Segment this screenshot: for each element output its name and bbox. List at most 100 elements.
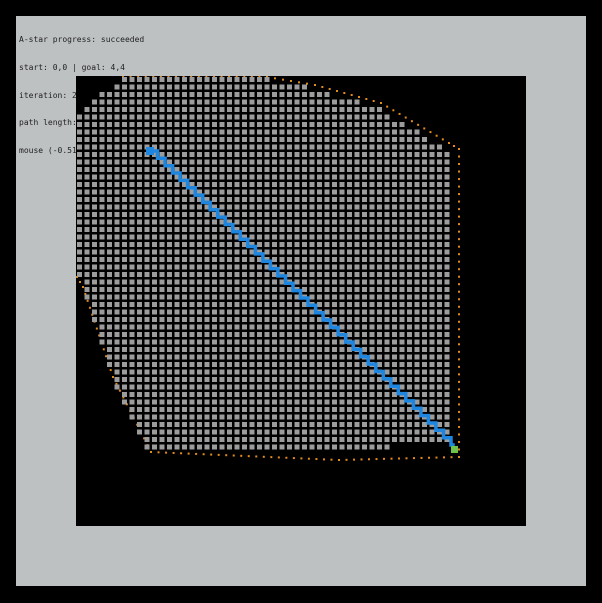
visited-cell <box>84 234 90 240</box>
visited-cell <box>92 294 97 300</box>
visited-cell <box>437 422 442 427</box>
visited-cell <box>407 309 412 315</box>
visited-cell <box>392 354 397 360</box>
visited-cell <box>354 392 360 397</box>
visited-cell <box>182 257 187 262</box>
search-grid-canvas[interactable] <box>76 76 526 526</box>
visited-cell <box>114 84 120 90</box>
visited-cell <box>414 144 420 150</box>
visited-cell <box>272 317 277 322</box>
visited-cell <box>317 362 322 367</box>
visited-cell <box>354 152 360 157</box>
visited-cell <box>324 414 330 420</box>
visited-cell <box>369 107 375 112</box>
frontier-cell <box>450 456 453 459</box>
visited-cell <box>302 362 307 367</box>
visited-cell <box>219 294 225 300</box>
visited-cell <box>212 339 217 345</box>
visited-cell <box>272 219 277 225</box>
visited-cell <box>384 189 390 195</box>
visited-cell <box>302 129 307 135</box>
visited-cell <box>302 287 307 292</box>
visited-cell <box>152 287 157 292</box>
visited-cell <box>189 302 195 307</box>
visited-cell <box>287 92 292 97</box>
visited-cell <box>204 414 210 420</box>
visited-cell <box>122 212 127 217</box>
visited-cell <box>399 362 405 367</box>
visited-cell <box>242 77 247 82</box>
visited-cell <box>182 332 187 337</box>
visited-cell <box>152 422 157 427</box>
frontier-cell <box>458 163 460 166</box>
visited-cell <box>309 347 315 352</box>
visited-cell <box>362 339 367 345</box>
visited-cell <box>444 227 450 232</box>
frontier-cell <box>202 453 205 456</box>
visited-cell <box>324 144 330 150</box>
visited-cell <box>84 264 90 270</box>
visited-cell <box>114 182 120 187</box>
visited-cell <box>129 144 135 150</box>
visited-cell <box>272 437 277 442</box>
visited-cell <box>197 354 202 360</box>
visited-cell <box>354 429 360 435</box>
visited-cell <box>422 407 427 412</box>
visited-cell <box>369 249 375 255</box>
visited-cell <box>189 294 195 300</box>
frontier-cell <box>448 142 450 144</box>
visited-cell <box>444 317 450 322</box>
visited-cell <box>174 302 180 307</box>
visited-cell <box>197 84 202 90</box>
visited-cell <box>324 347 330 352</box>
frontier-cell <box>314 84 316 86</box>
visited-cell <box>92 174 97 180</box>
visited-cell <box>189 384 195 390</box>
visited-cell <box>249 414 255 420</box>
grid-viewport[interactable] <box>76 76 526 526</box>
visited-cell <box>339 122 345 127</box>
visited-cell <box>302 212 307 217</box>
visited-cell <box>444 422 450 427</box>
visited-cell <box>174 137 180 142</box>
frontier-cell <box>292 457 295 460</box>
visited-cell <box>414 302 420 307</box>
visited-cell <box>294 444 300 450</box>
visited-cell <box>347 399 352 405</box>
visited-cell <box>212 302 217 307</box>
visited-cell <box>362 422 367 427</box>
visited-cell <box>317 99 322 105</box>
visited-cell <box>257 77 262 82</box>
visited-cell <box>407 212 412 217</box>
visited-cell <box>197 197 202 202</box>
visited-cell <box>144 99 150 105</box>
visited-cell <box>354 317 360 322</box>
visited-cell <box>339 377 345 382</box>
visited-cell <box>107 137 112 142</box>
visited-cell <box>399 167 405 172</box>
visited-cell <box>414 242 420 247</box>
visited-cell <box>429 189 435 195</box>
visited-cell <box>377 437 382 442</box>
visited-cell <box>384 137 390 142</box>
visited-cell <box>362 152 367 157</box>
visited-cell <box>317 339 322 345</box>
visited-cell <box>197 227 202 232</box>
visited-cell <box>264 444 270 450</box>
visited-cell <box>407 339 412 345</box>
visited-cell <box>324 159 330 165</box>
visited-cell <box>294 317 300 322</box>
visited-cell <box>279 414 285 420</box>
visited-cell <box>174 429 180 435</box>
visited-cell <box>174 114 180 120</box>
visited-cell <box>219 437 225 442</box>
visited-cell <box>264 249 270 255</box>
visited-cell <box>302 122 307 127</box>
visited-cell <box>399 152 405 157</box>
visited-cell <box>159 347 165 352</box>
visited-cell <box>122 264 127 270</box>
visited-cell <box>362 369 367 375</box>
visited-cell <box>167 137 172 142</box>
visited-cell <box>294 227 300 232</box>
visited-cell <box>182 197 187 202</box>
